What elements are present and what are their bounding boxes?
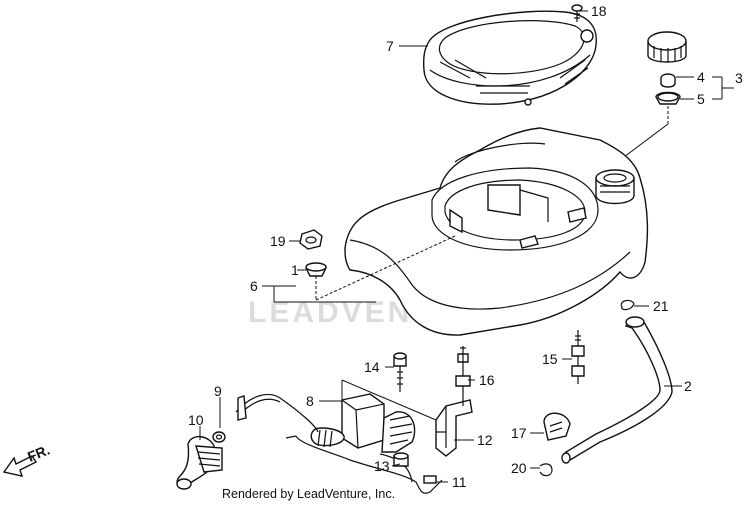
callout-18: 18 bbox=[591, 3, 607, 19]
clip-20 bbox=[539, 463, 553, 477]
collar-13 bbox=[393, 452, 409, 467]
bolt-18 bbox=[571, 4, 583, 22]
clip-21 bbox=[620, 299, 635, 311]
callout-19: 19 bbox=[270, 233, 286, 249]
callout-13: 13 bbox=[374, 458, 390, 474]
fuel-line bbox=[561, 316, 673, 464]
callout-16: 16 bbox=[479, 372, 495, 388]
callout-7: 7 bbox=[386, 38, 394, 54]
callout-20: 20 bbox=[511, 460, 527, 476]
recoil-cover bbox=[422, 10, 597, 106]
front-direction-indicator: FR. bbox=[2, 441, 52, 477]
callout-11: 11 bbox=[452, 474, 467, 490]
nut-19 bbox=[299, 229, 323, 250]
callout-4: 4 bbox=[697, 69, 705, 85]
callout-10: 10 bbox=[188, 412, 204, 428]
coil-bracket bbox=[435, 399, 473, 457]
bolt-14 bbox=[393, 352, 407, 392]
clamp-17 bbox=[543, 412, 571, 441]
callout-2: 2 bbox=[684, 378, 692, 394]
callout-6: 6 bbox=[250, 278, 258, 294]
callout-5: 5 bbox=[697, 91, 705, 107]
callout-9: 9 bbox=[214, 383, 222, 399]
callout-1: 1 bbox=[291, 262, 299, 278]
callout-14: 14 bbox=[364, 359, 380, 375]
fuel-cap-assembly bbox=[619, 31, 687, 161]
leader-lines bbox=[199, 10, 734, 483]
fuel-tank-shroud bbox=[344, 127, 649, 336]
spark-plug-cap bbox=[176, 393, 319, 490]
stud-15 bbox=[571, 330, 585, 384]
bolt-16 bbox=[455, 346, 471, 406]
front-label: FR. bbox=[25, 441, 52, 464]
arrow-icon bbox=[2, 455, 38, 477]
callout-17: 17 bbox=[511, 425, 527, 441]
callout-3: 3 bbox=[735, 70, 743, 86]
callout-8: 8 bbox=[306, 393, 314, 409]
grommet-1 bbox=[305, 262, 327, 277]
callout-15: 15 bbox=[542, 351, 558, 367]
callout-labels: 1 2 3 4 5 6 7 8 9 10 11 12 13 14 15 16 1… bbox=[188, 3, 743, 490]
ignition-coil bbox=[310, 393, 416, 453]
credit-text: Rendered by LeadVenture, Inc. bbox=[222, 487, 396, 501]
callout-12: 12 bbox=[477, 432, 493, 448]
callout-21: 21 bbox=[653, 298, 669, 314]
